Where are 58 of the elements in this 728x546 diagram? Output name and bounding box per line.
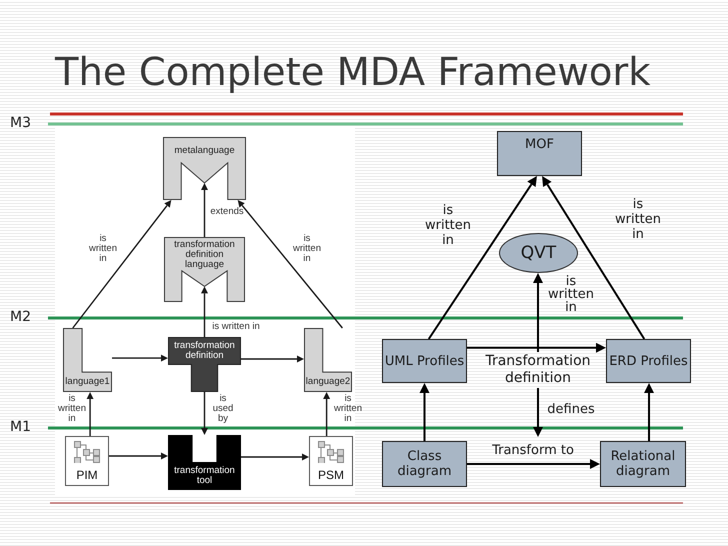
process-box: Class diagram [382, 441, 467, 487]
arrow [109, 452, 168, 460]
arrow [201, 286, 208, 337]
node-label: language2 [306, 377, 350, 388]
arrow [72, 200, 172, 328]
process-box: MOF [497, 131, 582, 176]
diagram-box [65, 436, 109, 486]
node-label: language1 [65, 377, 110, 388]
edge-label: is written in [88, 234, 118, 264]
edge-label: extends [210, 207, 244, 217]
edge-label: defines [547, 402, 595, 417]
slide-title: The Complete MDA Framework [55, 50, 651, 96]
arrow [241, 356, 304, 362]
process-box: UML Profiles [382, 339, 467, 383]
arrow [542, 176, 646, 340]
arrow [428, 176, 537, 340]
edge-label: is written in [212, 322, 260, 332]
node-label: PIM [76, 470, 98, 480]
arrow [467, 459, 600, 469]
level-label: M3 [10, 115, 31, 132]
arrow [112, 354, 168, 362]
edge-label: Transform to [492, 443, 574, 458]
node-label: transformation definition language [173, 240, 236, 270]
arrow [420, 383, 430, 441]
node-label: PSM [318, 470, 344, 480]
arrow [238, 200, 343, 328]
diagram-box [309, 436, 353, 486]
arrow [201, 392, 208, 435]
arrow [86, 392, 94, 436]
arrow [201, 183, 208, 237]
edge-label: is written in [292, 234, 322, 264]
arrow [644, 383, 654, 441]
level-label: M2 [10, 309, 31, 326]
edge-label: is written in [333, 394, 363, 424]
node-label: transformation tool [173, 466, 236, 486]
node-label: metalanguage [174, 146, 235, 156]
edge-label: is written in [546, 275, 596, 314]
arrow [533, 273, 543, 352]
process-box: ERD Profiles [606, 339, 691, 383]
u-shaped-block [168, 435, 241, 490]
arrow [533, 388, 543, 437]
level-label: M1 [10, 419, 31, 436]
edge-label: is written in [614, 197, 662, 242]
arrow [467, 342, 606, 353]
node-text: Transformation definition [480, 352, 596, 388]
process-box: Relational diagram [600, 441, 686, 487]
arrow [323, 392, 330, 436]
node-label: transformation definition [173, 340, 236, 361]
m-shaped-block [163, 137, 246, 200]
l-shaped-block [63, 328, 112, 392]
edge-label: is used by [212, 394, 234, 424]
l-shaped-block [304, 328, 352, 392]
edge-label: is written in [57, 394, 87, 424]
edge-label: is written in [424, 203, 472, 248]
arrow [241, 454, 309, 460]
m-shaped-block [164, 237, 245, 302]
t-shaped-block [168, 337, 241, 392]
ellipse-node: QVT [499, 233, 578, 273]
